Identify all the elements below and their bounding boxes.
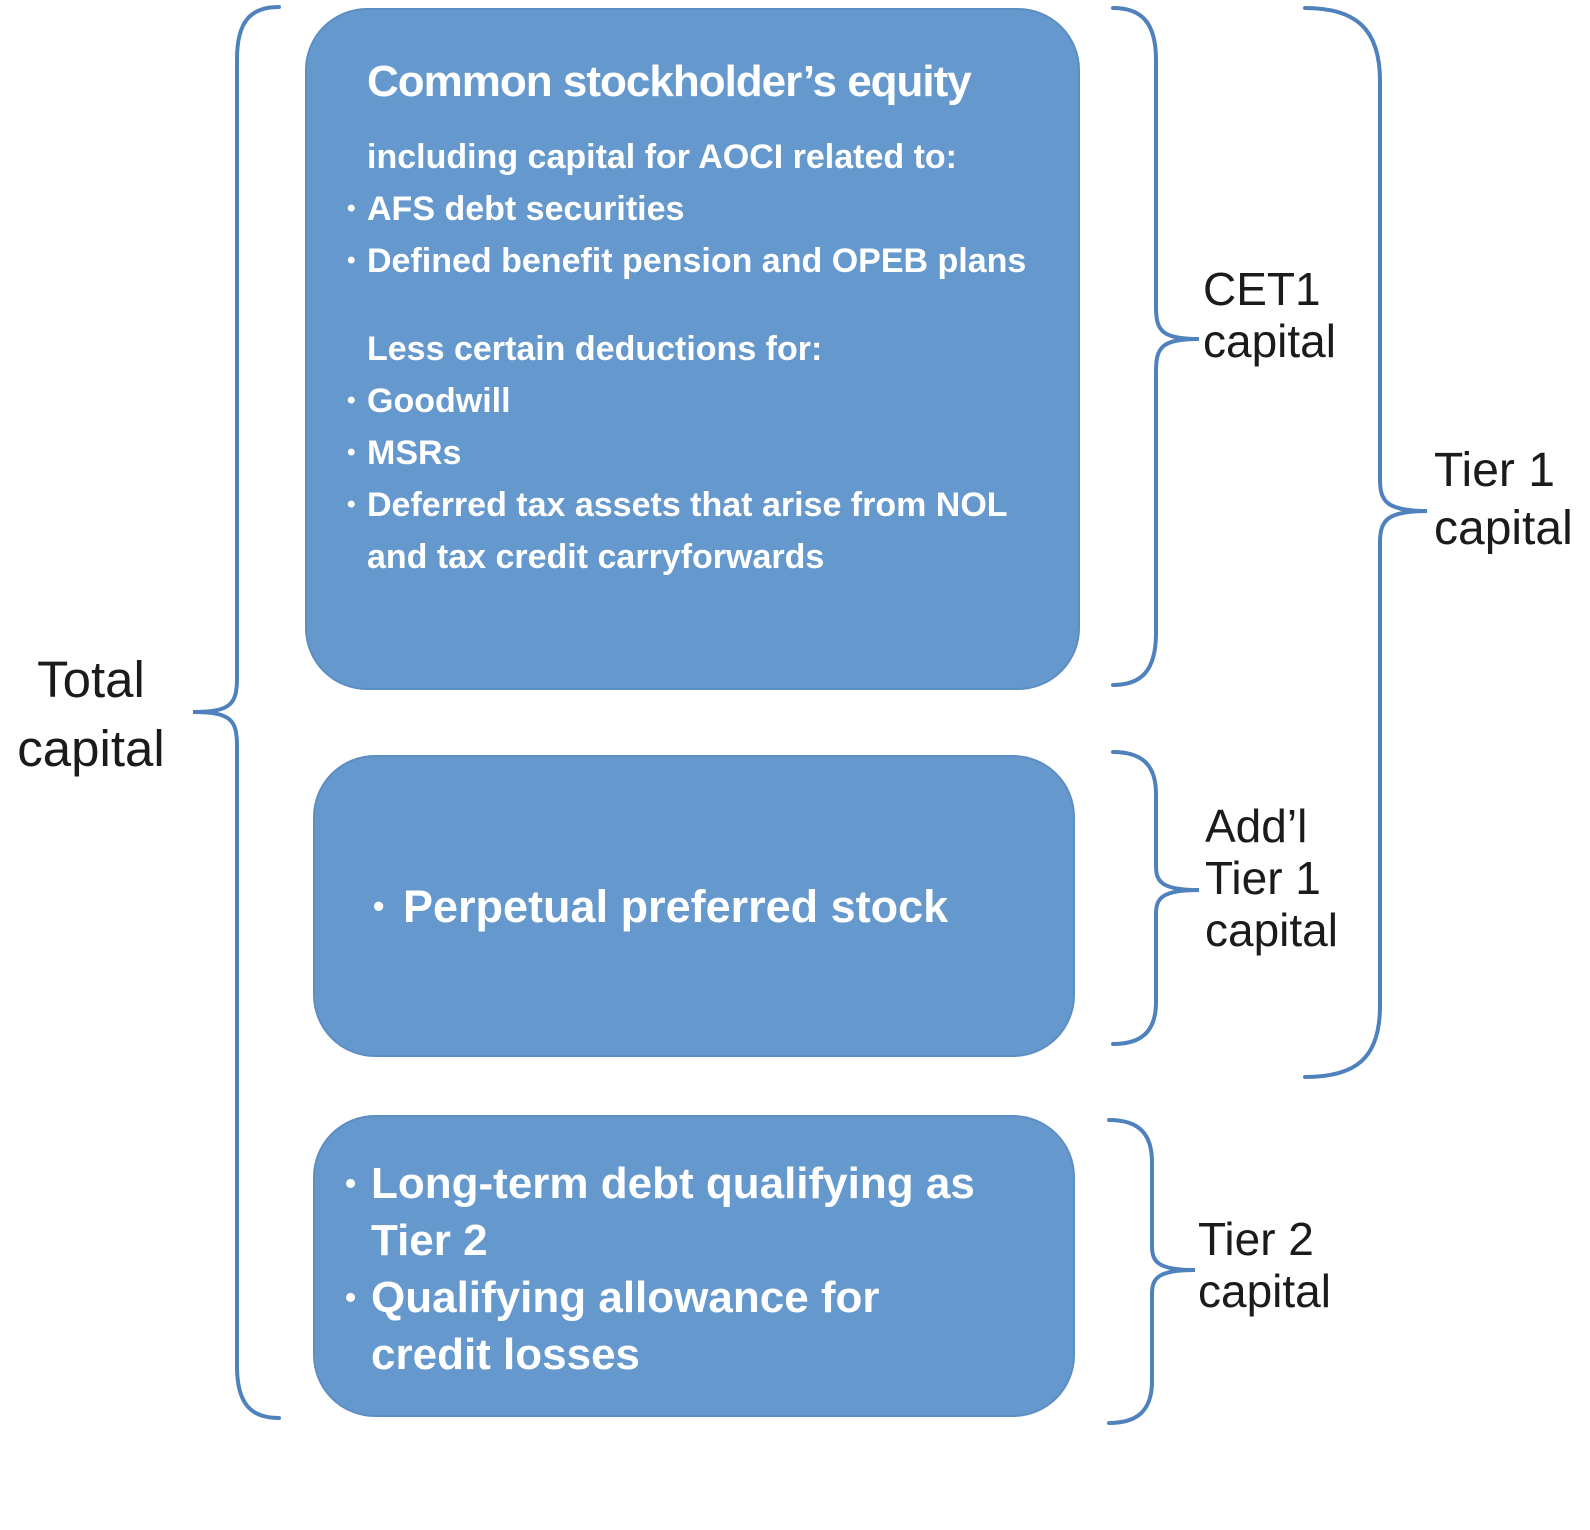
cet1-capital-brace	[1111, 6, 1200, 687]
bullet-icon: •	[345, 1165, 357, 1201]
list-item: • Long-term debt qualifying as Tier 2	[345, 1155, 1011, 1269]
label-line: capital	[17, 720, 165, 777]
label-line: capital	[1434, 502, 1573, 555]
list-item: • Goodwill	[347, 375, 1028, 427]
bullet-text: Long-term debt qualifying as Tier 2	[371, 1159, 975, 1265]
label-line: Add’l	[1205, 800, 1308, 852]
label-line: Tier 1	[1434, 444, 1555, 497]
list-item: • MSRs	[347, 427, 1028, 479]
bullet-text: Perpetual preferred stock	[403, 880, 949, 932]
box-title: Common stockholder’s equity	[367, 57, 972, 106]
tier2-capital-label: Tier 2 capital	[1198, 1213, 1331, 1317]
bullet-icon: •	[345, 1279, 357, 1315]
additional-tier1-capital-brace	[1111, 750, 1200, 1046]
additional-tier1-components-box: • Perpetual preferred stock	[313, 755, 1075, 1057]
cet1-components-box: Common stockholder’s equity including ca…	[305, 8, 1080, 690]
bullet-text: MSRs	[367, 434, 462, 472]
tier1-capital-brace	[1303, 6, 1428, 1079]
additional-tier1-capital-label: Add’l Tier 1 capital	[1205, 800, 1338, 956]
bullet-text: Deferred tax assets that arise from NOL …	[367, 486, 1007, 576]
total-capital-brace	[192, 5, 281, 1420]
label-line: Tier 1	[1205, 852, 1321, 904]
label-line: Total	[37, 651, 145, 708]
bullet-text: Qualifying allowance for credit losses	[371, 1273, 880, 1379]
label-line: capital	[1203, 315, 1336, 367]
bullet-text: AFS debt securities	[367, 190, 685, 228]
list-item: • Deferred tax assets that arise from NO…	[347, 479, 1028, 583]
deductions-bullet-list: • Goodwill • MSRs • Deferred tax assets …	[347, 375, 1028, 583]
label-line: capital	[1198, 1265, 1331, 1317]
bullet-icon: •	[347, 247, 356, 274]
bullet-text: Defined benefit pension and OPEB plans	[367, 242, 1027, 280]
box-subtitle: including capital for AOCI related to:	[367, 138, 958, 176]
tier2-bullet-list: • Long-term debt qualifying as Tier 2 • …	[345, 1155, 1011, 1383]
list-item: • Defined benefit pension and OPEB plans	[347, 235, 1028, 287]
bullet-icon: •	[373, 887, 385, 924]
total-capital-label: Total capital	[0, 645, 182, 783]
label-line: capital	[1205, 904, 1338, 956]
list-item: • Qualifying allowance for credit losses	[345, 1269, 1011, 1383]
bullet-icon: •	[347, 439, 356, 466]
tier1-capital-label: Tier 1 capital	[1434, 442, 1573, 558]
bullet-icon: •	[347, 387, 356, 414]
bullet-icon: •	[347, 195, 356, 222]
label-line: Tier 2	[1198, 1213, 1314, 1265]
tier2-capital-brace	[1107, 1118, 1196, 1425]
tier2-components-box: • Long-term debt qualifying as Tier 2 • …	[313, 1115, 1075, 1417]
bullet-text: Goodwill	[367, 382, 511, 420]
cet1-capital-label: CET1 capital	[1203, 263, 1336, 367]
list-item: • AFS debt securities	[347, 183, 1028, 235]
box-subtitle: Less certain deductions for:	[367, 330, 823, 368]
list-item: • Perpetual preferred stock	[373, 878, 949, 935]
aoci-bullet-list: • AFS debt securities • Defined benefit …	[347, 183, 1028, 287]
bullet-icon: •	[347, 491, 356, 518]
label-line: CET1	[1203, 263, 1321, 315]
